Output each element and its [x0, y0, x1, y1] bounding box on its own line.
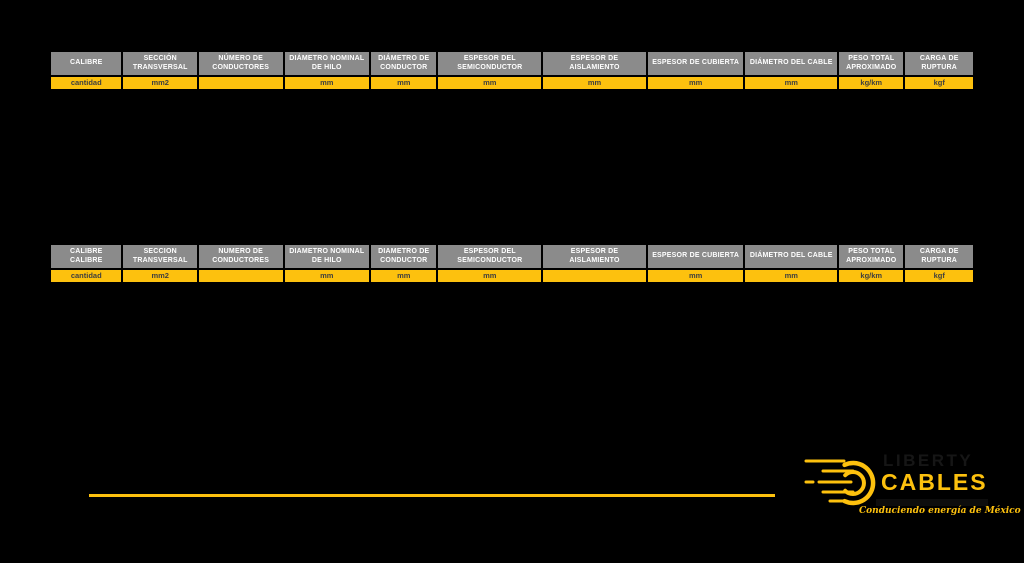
column-header: ESPESOR DE AISLAMIENTO [541, 50, 648, 77]
logo-tagline: Conduciendo energía de México [859, 506, 1021, 516]
unit-cell: kgf [903, 75, 975, 91]
unit-cell: mm [436, 75, 544, 91]
column-header: SECCIÓN TRANSVERSAL [121, 50, 199, 77]
column-header: DIÁMETRO DE CONDUCTOR [369, 50, 439, 77]
unit-cell [196, 75, 285, 91]
logo-sub-bar [876, 499, 988, 506]
column-header: DIAMETRO NOMINAL DE HILO [282, 243, 372, 270]
column-header: ESPESOR DE AISLAMIENTO [541, 243, 648, 270]
column-header: NUMERO DE CONDUCTORES [196, 243, 285, 270]
unit-cell: mm [369, 75, 439, 91]
column-header: NÚMERO DE CONDUCTORES [196, 50, 285, 77]
unit-cell: mm2 [121, 75, 199, 91]
column-header: ESPESOR DEL SEMICONDUCTOR [436, 50, 544, 77]
unit-cell: cantidad [48, 268, 124, 284]
unit-cell [541, 268, 648, 284]
footer-rule-line [89, 494, 775, 497]
column-header: CARGA DE RUPTURA [903, 50, 975, 77]
column-header: ESPESOR DE CUBIERTA [645, 243, 746, 270]
unit-cell: kg/km [837, 75, 906, 91]
logo-brand-line2: CABLES [881, 469, 988, 495]
unit-cell: kgf [903, 268, 975, 284]
unit-cell: mm [282, 75, 372, 91]
unit-cell [196, 268, 285, 284]
column-header: ESPESOR DEL SEMICONDUCTOR [436, 243, 544, 270]
unit-cell: mm [282, 268, 372, 284]
unit-cell: cantidad [48, 75, 124, 91]
column-header: DIÁMETRO NOMINAL DE HILO [282, 50, 372, 77]
column-header: CALIBRE CALIBRE [48, 243, 124, 270]
column-header: DIAMETRO DE CONDUCTOR [369, 243, 439, 270]
unit-cell: mm [369, 268, 439, 284]
column-header: CALIBRE [48, 50, 124, 77]
column-header: ESPESOR DE CUBIERTA [645, 50, 746, 77]
unit-cell: mm [743, 268, 840, 284]
column-header: CARGA DE RUPTURA [903, 243, 975, 270]
liberty-cables-logo-icon [804, 459, 876, 506]
column-header: SECCION TRANSVERSAL [121, 243, 199, 270]
logo-brand-line1: LIBERTY [883, 451, 974, 470]
unit-cell: mm [436, 268, 544, 284]
column-header: DIÁMETRO DEL CABLE [743, 243, 840, 270]
column-header: DIÁMETRO DEL CABLE [743, 50, 840, 77]
unit-cell: kg/km [837, 268, 906, 284]
unit-cell: mm [645, 75, 746, 91]
unit-cell: mm [541, 75, 648, 91]
unit-cell: mm [645, 268, 746, 284]
column-header: PESO TOTAL APROXIMADO [837, 50, 906, 77]
unit-cell: mm [743, 75, 840, 91]
unit-cell: mm2 [121, 268, 199, 284]
column-header: PESO TOTAL APROXIMADO [837, 243, 906, 270]
